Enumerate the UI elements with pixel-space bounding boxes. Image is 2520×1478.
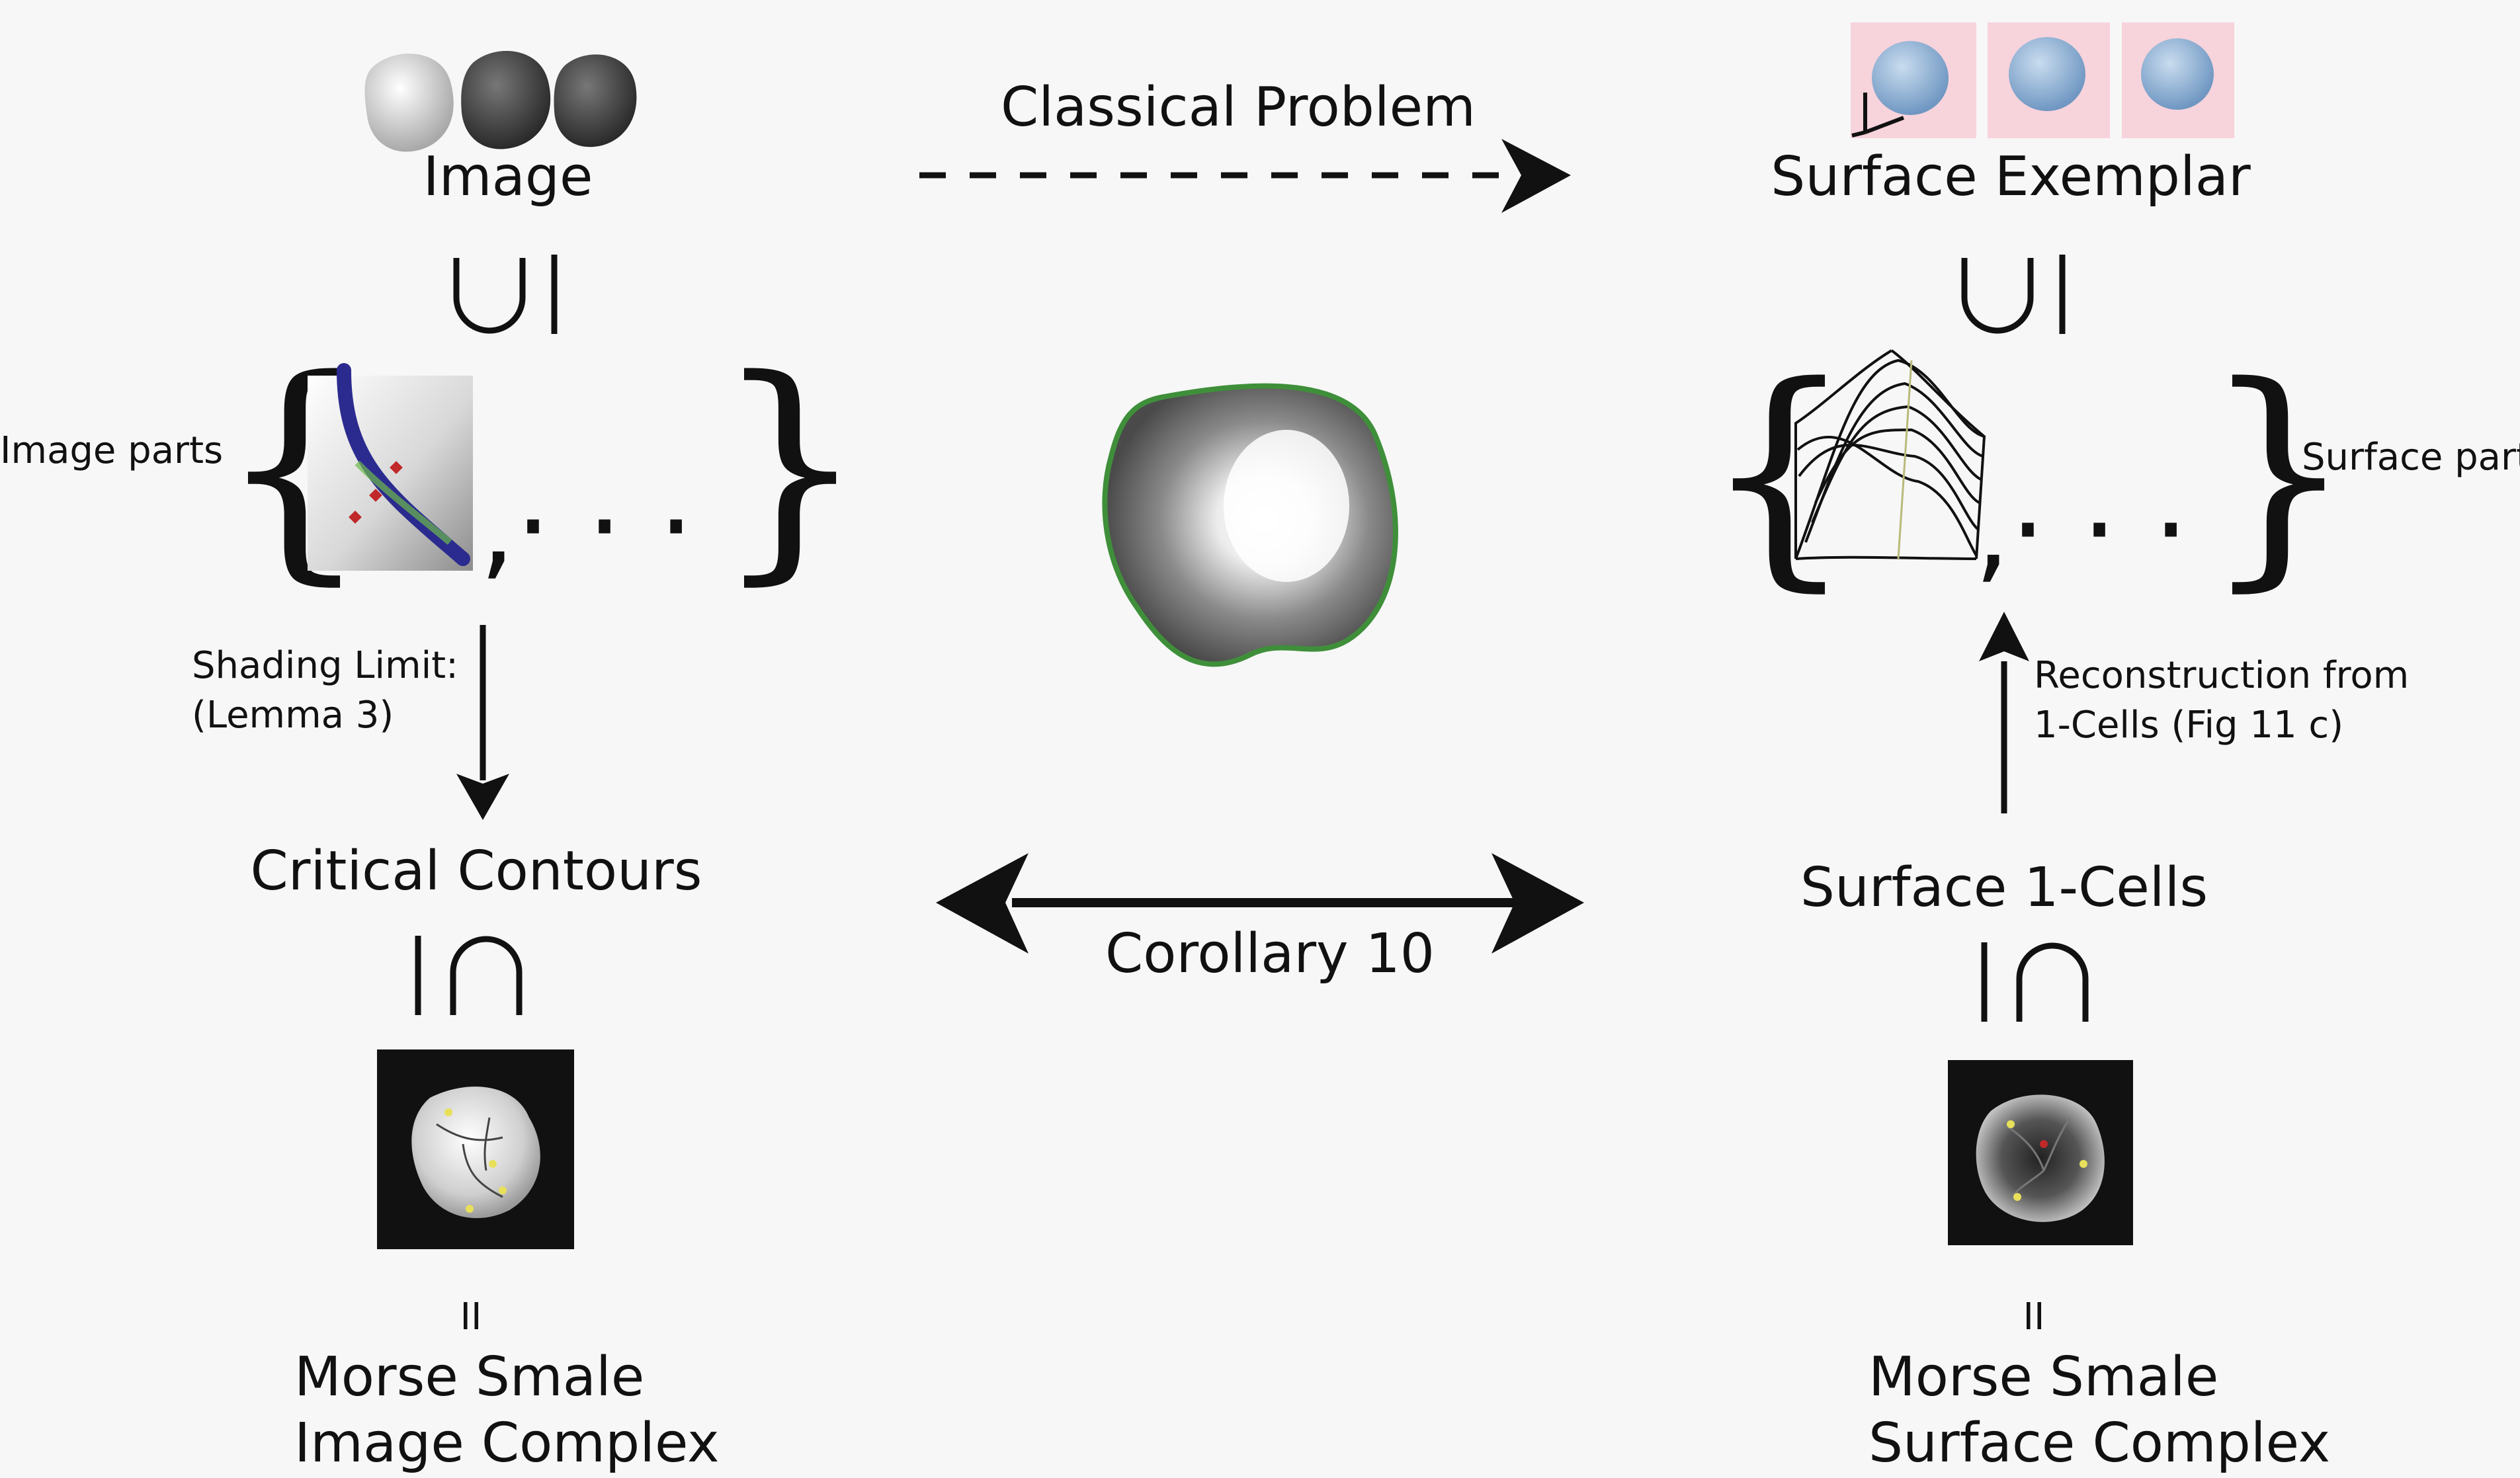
classical-problem-arrowhead [1501, 139, 1571, 213]
morse-smale-surface-panel [1948, 1060, 2133, 1245]
critical-point-marker [466, 1205, 474, 1213]
critical-point-marker [369, 489, 382, 502]
critical-point-marker [444, 1108, 452, 1116]
image-thumbnails [364, 51, 637, 152]
image-thumb-dark [461, 51, 551, 149]
shading-limit-label-2: (Lemma 3) [192, 694, 394, 737]
surface-1-cells-label: Surface 1-Cells [1800, 856, 2208, 919]
critical-point-marker [2007, 1120, 2015, 1128]
axes-icon [1851, 93, 1905, 138]
shading-limit-label-1: Shading Limit: [192, 644, 458, 687]
image-part-patch [308, 363, 473, 571]
central-blob-highlight [1224, 430, 1349, 582]
corollary-arrowhead-right [1491, 853, 1584, 954]
reconstruction-label-2: 1-Cells (Fig 11 c) [2034, 704, 2343, 747]
superset-symbol-right [1981, 942, 2089, 1022]
image-thumb-darkest [554, 54, 637, 147]
surface-exemplar-label: Surface Exemplar [1771, 145, 2251, 208]
critical-point-marker [390, 461, 403, 474]
equals-sign-left: II [460, 1295, 482, 1338]
morse-surface-label-2: Surface Complex [1869, 1412, 2330, 1475]
critical-point-marker [349, 511, 362, 524]
surface-parts-close-brace: } [2203, 335, 2354, 612]
reconstruction-label-1: Reconstruction from [2034, 654, 2409, 697]
image-parts-ellipsis: ,· · · [480, 462, 694, 593]
critical-point-marker [2013, 1193, 2021, 1201]
reconstruction-arrowhead [1979, 612, 2029, 661]
exemplar-blob-1 [1872, 41, 1949, 115]
morse-image-label-2: Image Complex [294, 1412, 720, 1475]
surface-parts-label: Surface parts [2302, 436, 2520, 479]
surface-part-wireframe [1794, 349, 1986, 560]
corollary-label: Corollary 10 [1105, 923, 1435, 985]
corollary-arrowhead-left [936, 853, 1029, 954]
image-parts-close-brace: } [714, 328, 866, 605]
surface-parts-ellipsis: ,· · · [1974, 465, 2189, 596]
exemplar-blob-3 [2141, 38, 2214, 110]
equals-sign-right: II [2023, 1295, 2044, 1338]
critical-contours-label: Critical Contours [251, 840, 702, 903]
morse-image-label-1: Morse Smale [294, 1346, 644, 1409]
critical-point-marker [2079, 1160, 2087, 1168]
image-label: Image [423, 145, 593, 208]
morse-surface-label-1: Morse Smale [1869, 1346, 2218, 1409]
superset-symbol-left [415, 936, 523, 1015]
image-thumb-light [364, 54, 454, 152]
shading-limit-arrowhead [456, 774, 509, 820]
subset-symbol-right [1961, 255, 2066, 334]
classical-problem-label: Classical Problem [1001, 76, 1476, 139]
surface-exemplar-thumbnails [1851, 22, 2234, 138]
critical-point-marker [2040, 1140, 2048, 1148]
critical-point-marker [489, 1160, 497, 1168]
subset-symbol-left [453, 255, 558, 334]
critical-point-marker [499, 1186, 507, 1194]
image-parts-label: Image parts [0, 429, 223, 472]
exemplar-blob-2 [2009, 37, 2085, 111]
morse-smale-image-panel [377, 1049, 574, 1249]
